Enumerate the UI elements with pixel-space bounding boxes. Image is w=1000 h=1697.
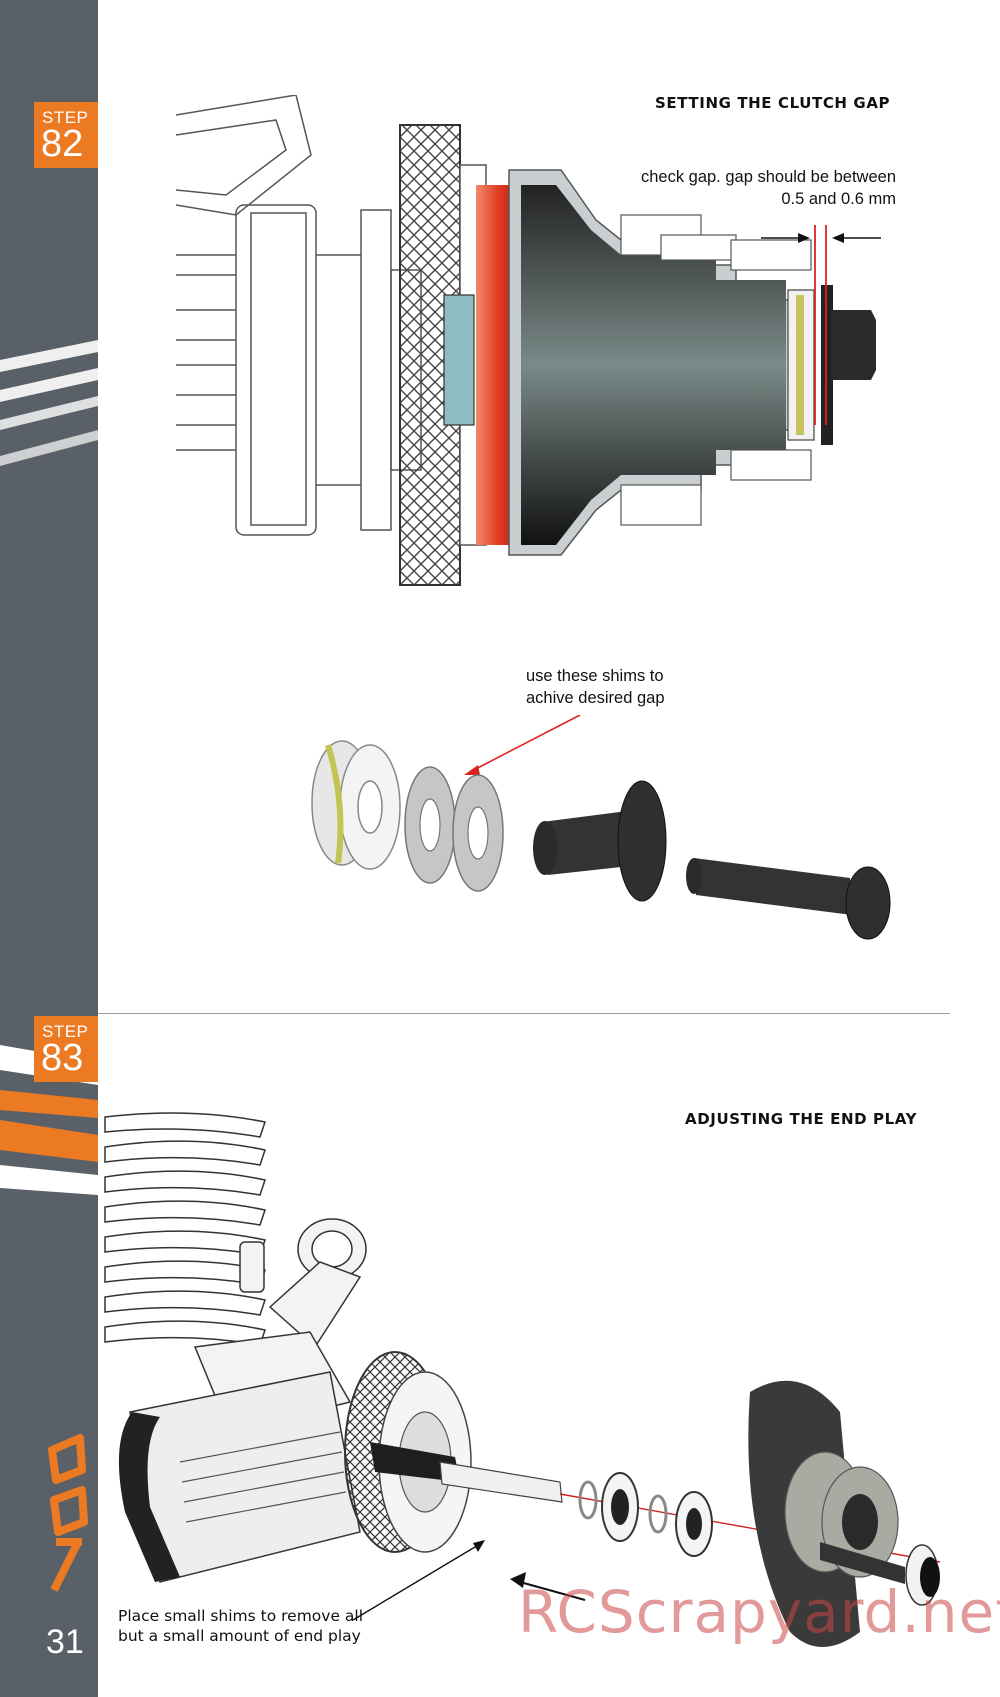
clutch-cross-section-illustration — [176, 95, 881, 586]
step82-heading: SETTING THE CLUTCH GAP — [655, 94, 891, 112]
step-label: STEP — [42, 108, 89, 127]
step-number: 82 — [41, 123, 84, 165]
end-play-note-line-1: Place small shims to remove all — [118, 1607, 364, 1625]
gap-note-line-2: 0.5 and 0.6 mm — [781, 190, 896, 208]
shims-note: use these shims to achive desired gap — [526, 665, 665, 709]
gap-note: check gap. gap should be between 0.5 and… — [596, 166, 896, 210]
page-number: 31 — [46, 1623, 84, 1661]
screw — [694, 858, 852, 915]
shims-note-line-1: use these shims to — [526, 667, 664, 685]
sidebar — [0, 0, 98, 1697]
brand-logo-icon — [48, 1434, 88, 1592]
step-badge-83: STEP 83 — [34, 1016, 98, 1082]
shims-exploded-illustration — [311, 715, 891, 940]
gap-note-line-1: check gap. gap should be between — [640, 168, 896, 186]
shims-arrow — [467, 715, 581, 774]
spacer — [542, 810, 640, 875]
end-play-note: Place small shims to remove all but a sm… — [118, 1606, 363, 1646]
step-number: 83 — [41, 1037, 84, 1079]
shims-note-line-2: achive desired gap — [526, 689, 665, 707]
end-play-illustration — [104, 1112, 941, 1647]
step-badge-82: STEP 82 — [34, 102, 98, 168]
step-label: STEP — [42, 1022, 89, 1041]
section-divider — [98, 1013, 950, 1014]
step83-heading: ADJUSTING THE END PLAY — [685, 1110, 918, 1128]
end-play-note-line-2: but a small amount of end play — [118, 1627, 361, 1645]
watermark: RCScrapyard.net — [518, 1578, 1000, 1646]
